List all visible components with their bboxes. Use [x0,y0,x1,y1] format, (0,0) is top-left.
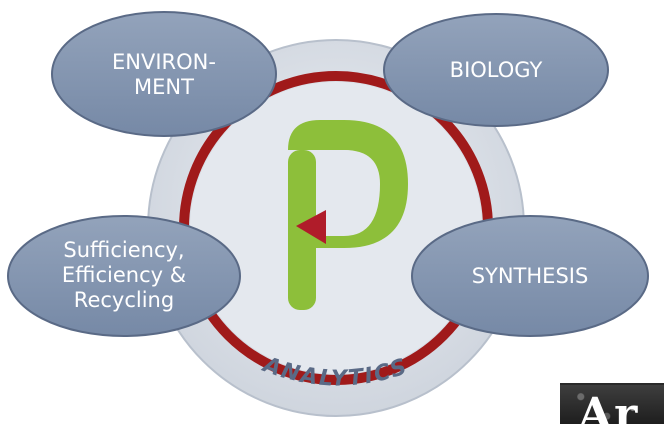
bubble-sufficiency [7,215,241,337]
p-logo-icon [288,120,408,310]
bubble-environment [51,11,277,137]
bubble-biology [383,13,609,127]
bubble-synthesis [411,215,649,337]
photo-strip: Ar [560,383,664,424]
photo-strip-text: Ar [578,389,640,424]
inner-disc [190,82,482,374]
arrow-icon [296,210,326,244]
